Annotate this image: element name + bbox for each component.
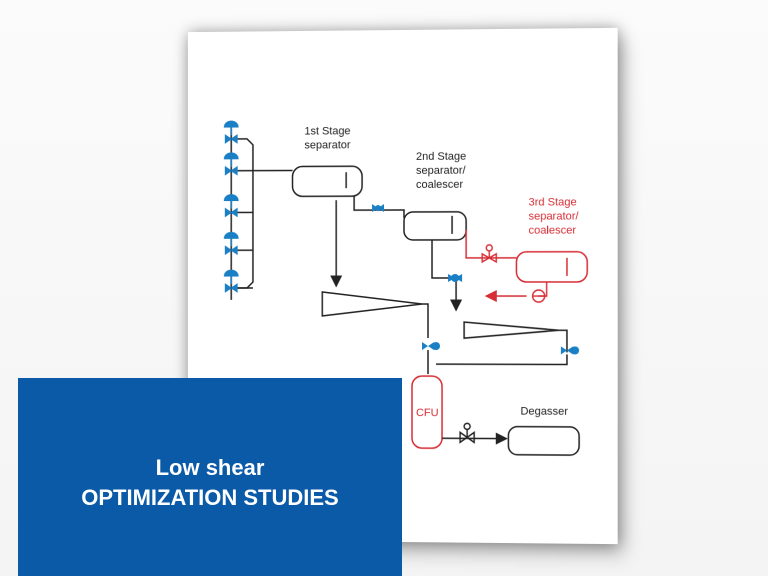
banner-line-2: OPTIMIZATION STUDIES xyxy=(81,485,339,510)
inlet-valve-icon[interactable] xyxy=(224,270,238,292)
check-valve-icon[interactable] xyxy=(448,273,463,282)
control-valve-icon[interactable] xyxy=(372,204,385,213)
cyclone1-outlet-valve-icon[interactable] xyxy=(421,341,440,350)
degasser-vessel xyxy=(508,427,579,456)
cfu-label: CFU xyxy=(416,407,439,419)
inlet-valve-icon[interactable] xyxy=(224,153,238,175)
degasser-inlet-valve-icon[interactable] xyxy=(460,423,474,442)
degasser-label: Degasser xyxy=(520,406,568,418)
banner-line-1: Low shear xyxy=(155,455,265,480)
hydrocyclone-2 xyxy=(464,322,567,352)
stage1-separator-vessel xyxy=(293,166,363,196)
cyclone-to-cfu-line xyxy=(426,349,567,374)
stage1-label: 1st Stage separator xyxy=(304,125,353,151)
stage2-label: 2nd Stage separator/ coalescer xyxy=(416,151,469,191)
inlet-valve-icon[interactable] xyxy=(224,121,238,143)
promo-banner: Low shear OPTIMIZATION STUDIES xyxy=(18,378,402,576)
stage2-separator-vessel xyxy=(404,212,466,240)
stage3-label: 3rd Stage separator/ coalescer xyxy=(529,196,582,236)
red-valve-icon[interactable] xyxy=(482,245,496,262)
process-flow-diagram: 1st Stage separator 2nd Stage separator/… xyxy=(188,28,618,544)
diagram-sheet: 1st Stage separator 2nd Stage separator/… xyxy=(188,28,618,544)
cfu-vessel xyxy=(411,374,443,449)
inlet-valve-icon[interactable] xyxy=(224,195,238,217)
stage3-separator-vessel xyxy=(516,252,587,282)
cyclone2-outlet-valve-icon[interactable] xyxy=(560,346,580,355)
inlet-manifold xyxy=(231,127,292,300)
inlet-valve-icon[interactable] xyxy=(224,232,238,254)
pump-icon[interactable] xyxy=(533,290,545,302)
